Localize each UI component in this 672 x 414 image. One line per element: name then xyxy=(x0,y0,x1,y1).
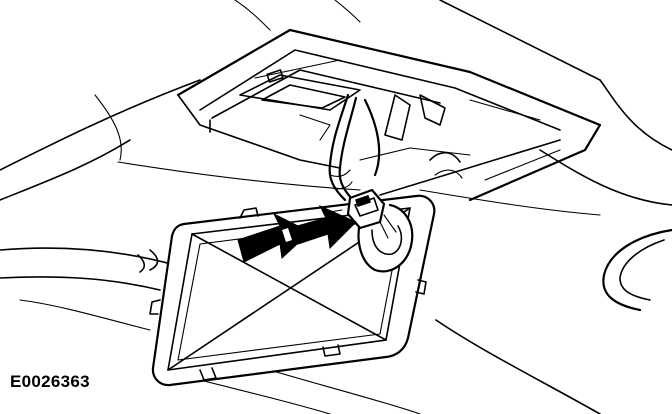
wiring-connector xyxy=(346,188,414,273)
console-housing xyxy=(176,28,602,202)
wiring-harness xyxy=(328,93,381,204)
figure-code: E0026363 xyxy=(10,372,90,391)
double-arrow-icon xyxy=(237,204,357,263)
